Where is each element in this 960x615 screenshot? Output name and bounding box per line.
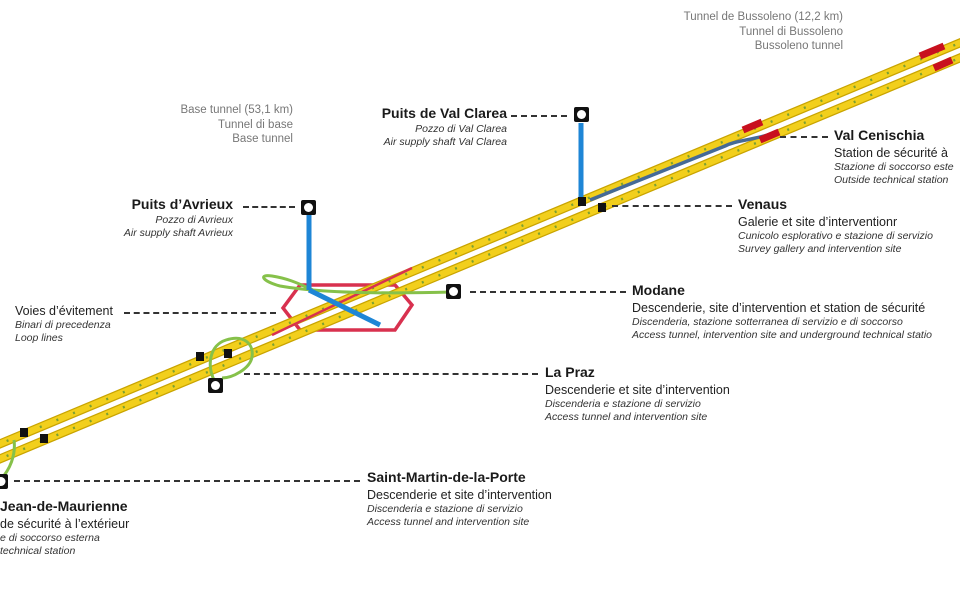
val-cenischia-fr: Station de sécurité à <box>834 145 948 160</box>
voies-en: Loop lines <box>15 332 63 345</box>
bussoleno-en: Bussoleno tunnel <box>754 40 843 53</box>
leader-line <box>612 205 732 207</box>
leader-line <box>14 480 360 482</box>
leader-line <box>243 206 295 208</box>
modane-station-loop <box>280 283 415 332</box>
modane-label: Modane Descenderie, site d’intervention … <box>632 282 932 343</box>
avrieux-title: Puits d’Avrieux <box>131 196 233 212</box>
leader-line <box>511 115 567 117</box>
venaus-label: Venaus Galerie et site d’interventionr C… <box>738 196 933 257</box>
la-praz-access-tunnel <box>208 336 254 383</box>
st-martin-label: Saint-Martin-de-la-Porte Descenderie et … <box>367 469 552 530</box>
avrieux-it: Pozzo di Avrieux <box>155 213 233 226</box>
st-jean-en: technical station <box>0 545 76 558</box>
val-cenischia-title: Val Cenischia <box>834 127 925 143</box>
venaus-title: Venaus <box>738 196 788 212</box>
avrieux-shaft-branch <box>307 287 382 328</box>
val-clarea-label: Puits de Val Clarea Pozzo di Val Clarea … <box>382 105 507 150</box>
leader-line <box>470 291 626 293</box>
portal-icon <box>446 284 461 299</box>
val-cenischia-it: Stazione di soccorso este <box>834 160 954 173</box>
base-tunnel-track <box>0 37 960 464</box>
shaft-head-icons <box>0 107 589 489</box>
portal-icon <box>208 378 223 393</box>
venaus-it: Cunicolo esplorativo e stazione di servi… <box>738 229 933 242</box>
base-it: Tunnel di base <box>217 118 293 131</box>
st-martin-fr: Descenderie et site d’intervention <box>367 487 552 502</box>
portal-icon <box>574 107 589 122</box>
venaus-fr: Galerie et site d’interventionr <box>738 214 898 229</box>
la-praz-label: La Praz Descenderie et site d’interventi… <box>545 364 730 425</box>
la-praz-it: Discenderia e stazione di servizio <box>545 397 701 410</box>
la-praz-title: La Praz <box>545 364 595 380</box>
leader-line <box>244 373 538 375</box>
avrieux-label: Puits d’Avrieux Pozzo di Avrieux Air sup… <box>124 196 233 241</box>
modane-title: Modane <box>632 282 685 298</box>
val-cenischia-en: Outside technical station <box>834 174 949 187</box>
st-martin-en: Access tunnel and intervention site <box>367 516 530 529</box>
base-fr: Base tunnel (53,1 km) <box>180 104 293 116</box>
base-en: Base tunnel <box>232 133 293 146</box>
modane-access-tunnel <box>262 274 453 295</box>
avrieux-en: Air supply shaft Avrieux <box>123 227 233 240</box>
val-cenischia-label: Val Cenischia Station de sécurité à Staz… <box>834 127 954 188</box>
val-clarea-it: Pozzo di Val Clarea <box>415 122 507 135</box>
st-jean-label: Jean-de-Maurienne de sécurité à l’extéri… <box>0 498 129 559</box>
val-clarea-title: Puits de Val Clarea <box>381 105 507 121</box>
modane-fr: Descenderie, site d’intervention et stat… <box>632 300 926 315</box>
leader-line <box>124 312 276 314</box>
red-station-segments <box>741 42 954 144</box>
leader-line <box>780 136 828 138</box>
st-jean-it: e di soccorso esterna <box>0 531 100 544</box>
venaus-en: Survey gallery and intervention site <box>738 243 902 256</box>
junction-markers <box>20 197 606 443</box>
portal-icon <box>301 200 316 215</box>
base-tunnel-label: Base tunnel (53,1 km) Tunnel di base Bas… <box>180 103 293 147</box>
voies-label: Voies d’évitement Binari di precedenza L… <box>15 303 113 346</box>
voies-it: Binari di precedenza <box>15 319 111 331</box>
st-jean-fr: de sécurité à l’extérieur <box>0 516 130 531</box>
voies-title: Voies d’évitement <box>15 304 113 318</box>
val-clarea-en: Air supply shaft Val Clarea <box>383 136 507 149</box>
bussoleno-fr: Tunnel de Bussoleno (12,2 km) <box>683 11 843 23</box>
portal-icon <box>0 474 8 489</box>
st-martin-title: Saint-Martin-de-la-Porte <box>367 469 526 485</box>
bussoleno-it: Tunnel di Bussoleno <box>739 25 843 38</box>
la-praz-en: Access tunnel and intervention site <box>545 411 708 424</box>
modane-crossover <box>271 266 413 337</box>
la-praz-fr: Descenderie et site d’intervention <box>545 382 730 397</box>
st-martin-it: Discenderia e stazione di servizio <box>367 502 523 515</box>
bussoleno-tunnel-label: Tunnel de Bussoleno (12,2 km) Tunnel di … <box>684 10 843 54</box>
modane-en: Access tunnel, intervention site and und… <box>632 329 933 342</box>
modane-it: Discenderia, stazione sotterranea di ser… <box>632 315 903 328</box>
st-jean-title: Jean-de-Maurienne <box>0 498 128 514</box>
